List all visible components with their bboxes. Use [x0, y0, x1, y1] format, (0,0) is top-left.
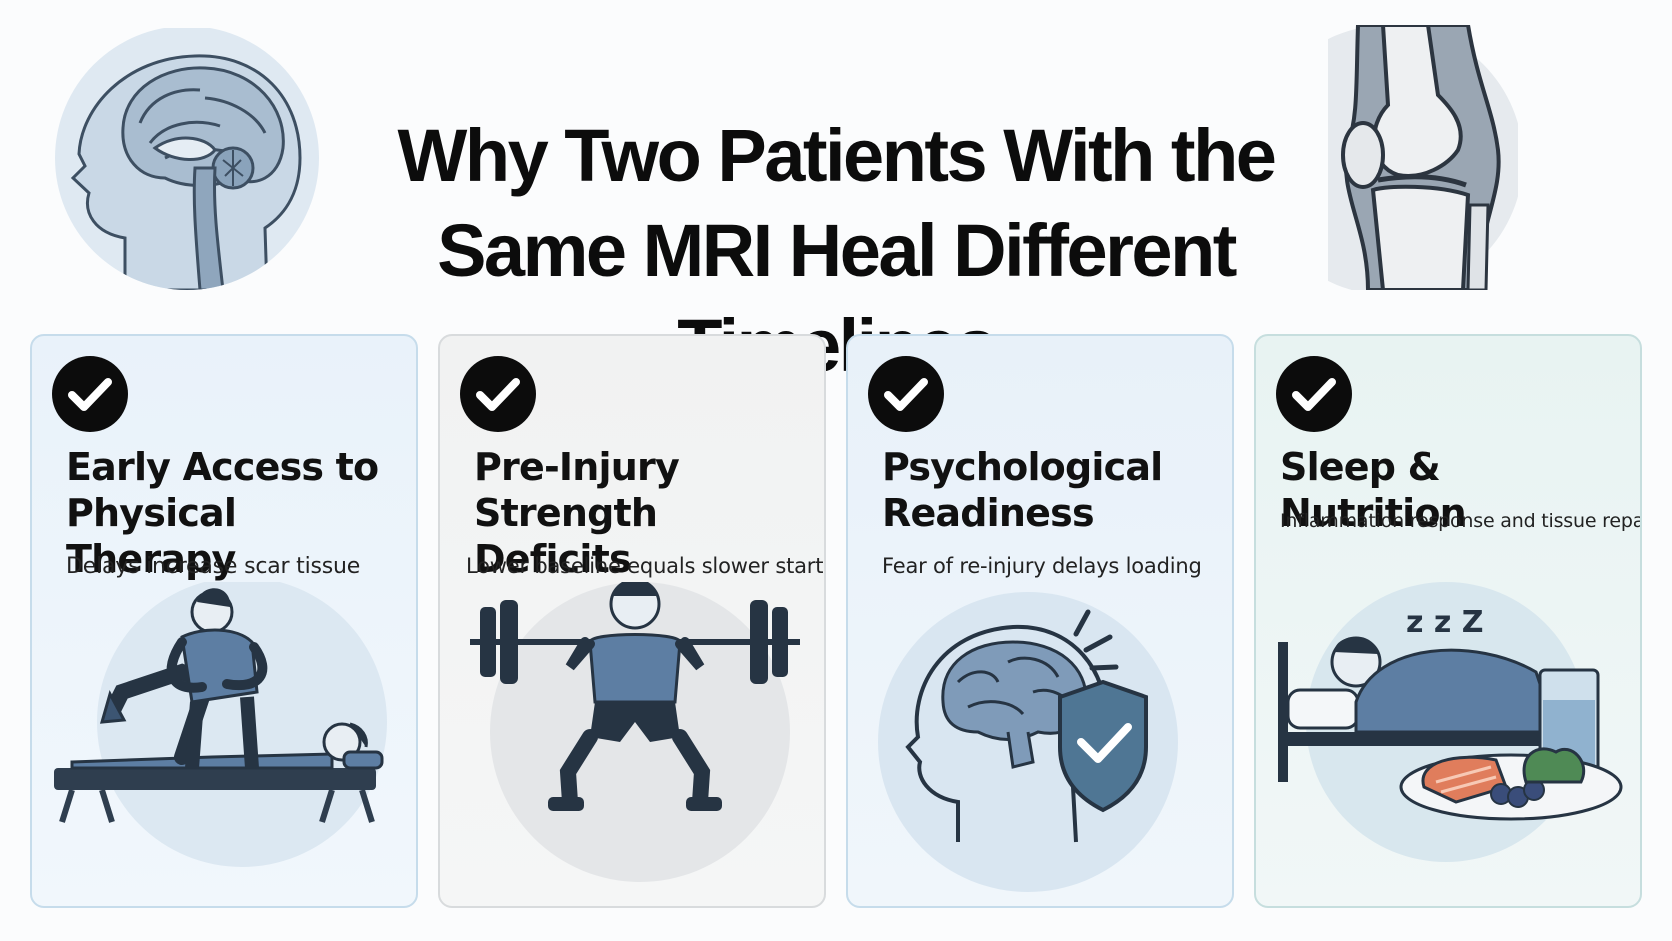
card-title: Sleep & Nutrition [1280, 444, 1630, 536]
card-subtitle: Fear of re-injury delays loading [882, 554, 1202, 578]
factor-cards: Early Access to Physical Therapy Delays … [30, 334, 1650, 910]
title-line-1: Why Two Patients With the [397, 114, 1277, 197]
card-subtitle: Delays increase scar tissue [66, 554, 361, 579]
brain-shield-icon [878, 592, 1178, 892]
checkmark-icon [1276, 356, 1352, 432]
checkmark-icon [460, 356, 536, 432]
barbell-squat-icon [470, 582, 800, 882]
card-sleep-nutrition: Sleep & Nutrition Inflammation response … [1254, 334, 1642, 908]
card-title-line-1: Sleep & Nutrition [1280, 445, 1467, 535]
card-title-line-1: Early Access to [66, 445, 379, 489]
card-title-line-2: Physical Therapy [66, 491, 237, 581]
card-title-line-2: Strength Deficits [474, 491, 658, 581]
card-title-line-1: Pre-Injury [474, 445, 680, 489]
knee-joint-icon [1253, 25, 1523, 295]
card-early-access: Early Access to Physical Therapy Delays … [30, 334, 418, 908]
card-subtitle: Lower baseline equals slower start [466, 554, 824, 578]
header: Why Two Patients With the Same MRI Heal … [0, 0, 1672, 387]
sleep-food-icon: z z Z [1278, 582, 1623, 862]
card-title: Psychological Readiness [882, 444, 1232, 536]
physical-therapy-icon [54, 582, 387, 867]
card-subtitle: Inflammation response and tissue repair [1280, 510, 1642, 532]
card-title: Pre-Injury Strength Deficits [474, 444, 824, 582]
brain-mri-head-icon [55, 26, 325, 294]
card-title: Early Access to Physical Therapy [66, 444, 416, 582]
card-strength-deficits: Pre-Injury Strength Deficits Lower basel… [438, 334, 826, 908]
card-title-line-1: Psychological [882, 445, 1163, 489]
card-psychological-readiness: Psychological Readiness Fear of re-injur… [846, 334, 1234, 908]
checkmark-icon [868, 356, 944, 432]
card-title-line-2: Readiness [882, 491, 1095, 535]
sleep-z-text: z z Z [1406, 605, 1484, 640]
checkmark-icon [52, 356, 128, 432]
